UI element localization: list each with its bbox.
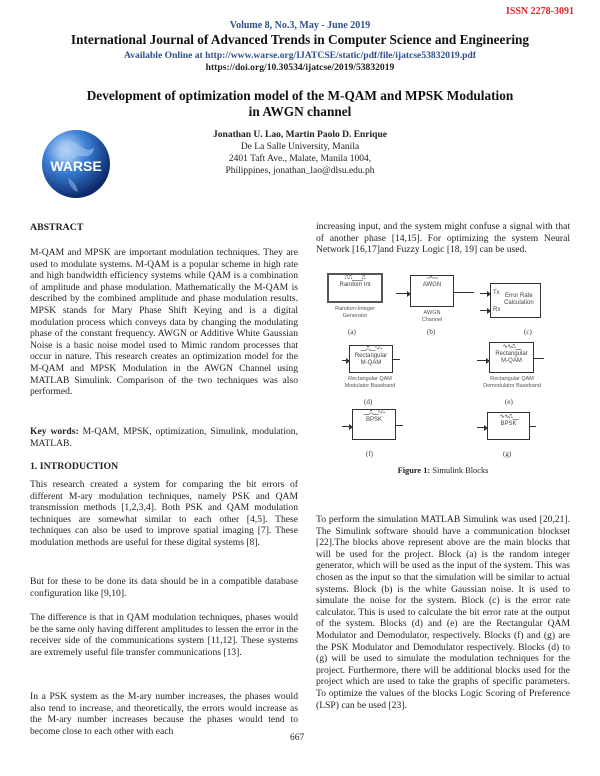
doi-link[interactable]: https://doi.org/10.30534/ijatcse/2019/53… [205,62,395,73]
arrow-icon [480,307,491,314]
keywords-label: Key words: [30,426,79,437]
tag-c: (c) [524,328,532,336]
block-random-integer: ⎍⎍⎽⎽⎍ Random Int [327,273,383,303]
intro-paragraph-2: But for these to be done its data should… [30,576,298,599]
block-g-inner: BPSK [500,421,517,427]
keywords: Key words: M-QAM, MPSK, optimization, Si… [30,426,298,449]
title-line-2: in AWGN channel [248,103,352,119]
block-bpsk-modulator: ⎽⎍⎽∿∿ BPSK [352,409,396,440]
tag-a: (a) [348,328,356,336]
paper-title: Development of optimization model of the… [0,88,600,119]
introduction-heading: 1. INTRODUCTION [30,461,119,472]
affiliation: De La Salle University, Manila [240,142,360,152]
wave-pulse-icon: ∿∿⎍⎽ [502,344,521,350]
arrow-icon [396,290,411,297]
tag-d: (d) [364,398,373,406]
block-bpsk-demodulator: ∿∿⎍⎽ BPSK [487,412,530,440]
caption-text: Simulink Blocks [430,466,489,475]
title-line-1: Development of optimization model of the… [86,88,514,103]
tx-port: Tx [493,290,500,296]
available-online-link[interactable]: Available Online at http://www.warse.org… [124,50,476,61]
journal-title: International Journal of Advanced Trends… [70,32,530,47]
block-f-inner: BPSK [365,417,382,423]
abstract-heading: ABSTRACT [30,222,84,233]
tag-e: (e) [505,398,513,406]
abstract-text: M-QAM and MPSK are important modulation … [30,247,298,398]
abstract-heading-wrap: ABSTRACT [30,222,298,234]
logo-text: WARSE [50,158,101,174]
country-email: Philippines, jonathan_lao@dlsu.edu.ph [225,166,375,176]
author-block: Jonathan U. Lao, Martin Paolo D. Enrique… [150,129,450,177]
pulse-wave-icon: ⎽⎍⎽∿∿ [360,346,382,352]
block-a-inner: Random Int [339,282,371,288]
tag-g: (g) [503,450,512,458]
volume-info: Volume 8, No.3, May - June 2019 [229,20,371,31]
arrow-icon [342,423,353,430]
warse-logo: WARSE [42,130,110,198]
simulation-paragraph: To perform the simulation MATLAB Simulin… [316,514,570,711]
pulse-wave-icon: ⎽⎍⎽∿∿ [363,410,385,416]
arrow-icon [477,424,488,431]
intro-continuation: increasing input, and the system might c… [316,221,570,256]
wave-pulse-icon: ∿∿⎍⎽ [499,414,518,420]
issn: ISSN 2278-3091 [505,6,574,17]
block-awgn: ~^~~ AWGN [410,275,454,307]
pulse-icon: ⎍⎍⎽⎽⎍ [344,275,366,281]
line [393,359,400,360]
block-b-inner: AWGN [422,282,442,288]
address: 2401 Taft Ave., Malate, Manila 1004, [228,154,372,164]
arrow-icon [477,357,490,364]
intro-paragraph-1: This research created a system for compa… [30,479,298,548]
arrow-icon [342,357,350,364]
tag-b: (b) [427,328,436,336]
line [396,425,403,426]
keywords-list: M-QAM, MPSK, optimization, Simulink, mod… [30,426,298,449]
intro-paragraph-3: The difference is that in QAM modulation… [30,612,298,658]
authors: Jonathan U. Lao, Martin Paolo D. Enrique [213,130,387,140]
line [530,426,536,427]
tag-f: (f) [366,450,373,458]
intro-heading-wrap: 1. INTRODUCTION [30,461,298,473]
intro-paragraph-4: In a PSK system as the M-ary number incr… [30,691,298,737]
figure-caption: Figure 1: Simulink Blocks [316,466,570,475]
line [454,292,474,293]
arrow-icon [480,290,491,297]
page-number: 667 [290,733,305,743]
line [534,358,544,359]
rx-port: Rx [493,307,501,313]
caption-label: Figure 1: [397,466,431,475]
noise-icon: ~^~~ [426,276,438,282]
